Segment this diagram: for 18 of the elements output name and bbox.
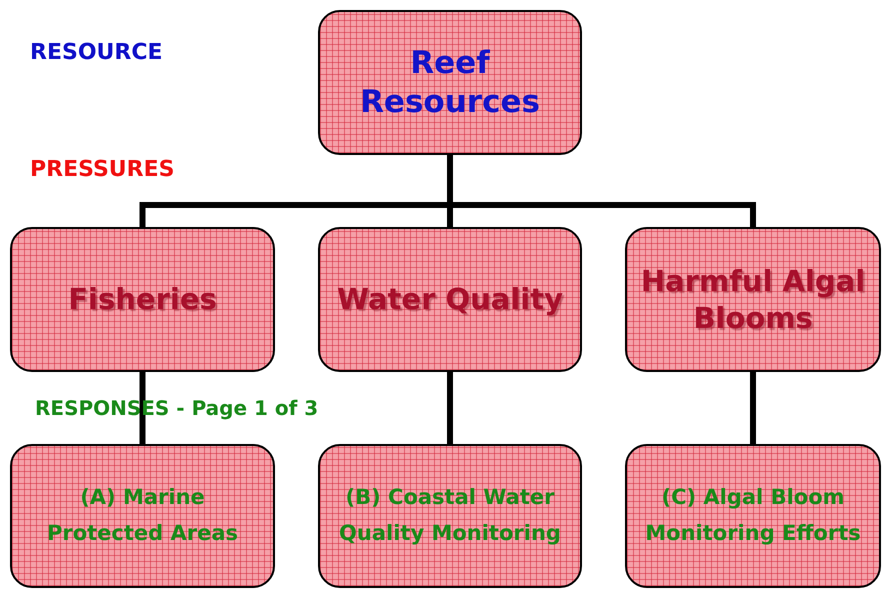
box-label: (B) Coastal Water Quality Monitoring [338, 484, 562, 547]
connector-line [750, 372, 756, 444]
level-heading: PRESSURES [30, 157, 174, 182]
hierarchy-box [625, 227, 881, 372]
hierarchy-box [10, 227, 275, 372]
connector-line [447, 372, 453, 444]
hierarchy-box [625, 444, 881, 588]
hierarchy-box [318, 444, 582, 588]
hierarchy-box [10, 444, 275, 588]
box-label: Water Quality [336, 281, 564, 318]
hierarchy-box [318, 10, 582, 155]
level-heading: RESOURCE [30, 40, 162, 65]
box-label: (C) Algal Bloom Monitoring Efforts [644, 484, 862, 547]
box-label: Reef Resources [359, 44, 541, 122]
hierarchy-box [318, 227, 582, 372]
box-label: Harmful Algal Blooms [640, 263, 866, 336]
box-label: (A) Marine Protected Areas [46, 484, 240, 547]
box-label: Fisheries [67, 281, 218, 318]
